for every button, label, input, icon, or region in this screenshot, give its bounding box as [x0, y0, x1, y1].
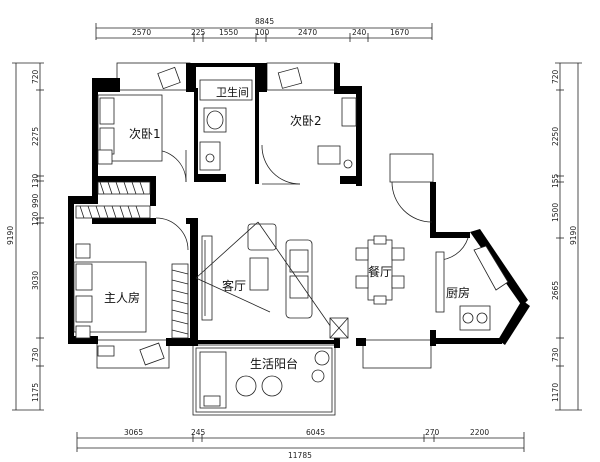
right-dim-4: 1500 — [551, 203, 560, 222]
bottom-dim-2: 245 — [191, 428, 206, 437]
top-dim-4: 100 — [255, 28, 270, 37]
left-dim-1: 720 — [31, 69, 40, 84]
top-dim-7: 1670 — [390, 28, 409, 37]
bottom-dim-3: 6045 — [306, 428, 325, 437]
kitchen-furniture — [435, 245, 509, 331]
label-living: 客厅 — [222, 278, 246, 293]
right-dim-7: 1170 — [551, 383, 560, 402]
right-dim-5: 2665 — [551, 281, 560, 300]
master-bed — [73, 243, 165, 366]
label-master: 主人房 — [104, 290, 140, 305]
wardrobe-hangers — [75, 181, 189, 339]
top-total-dim: 8845 — [255, 17, 274, 26]
left-dim-7: 730 — [31, 347, 40, 362]
bedroom3-furniture — [277, 67, 357, 169]
balcony-furniture — [199, 350, 330, 409]
left-dim-4: 990 — [31, 193, 40, 208]
right-dim-1: 720 — [551, 69, 560, 84]
top-dim-5: 2470 — [298, 28, 317, 37]
top-dim-1: 2570 — [132, 28, 151, 37]
bottom-dim-1: 3065 — [124, 428, 143, 437]
label-bedroom3: 次卧2 — [290, 114, 322, 128]
right-total-dim: 9190 — [569, 226, 578, 245]
top-dim-6: 240 — [352, 28, 367, 37]
bathroom-fixtures — [199, 79, 253, 171]
bottom-dim-4: 270 — [425, 428, 440, 437]
dining-furniture — [355, 235, 405, 305]
living-furniture — [195, 221, 349, 341]
label-bathroom: 卫生间 — [216, 85, 249, 99]
right-dimension-chain: 720 2250 155 1500 2665 730 1170 9190 — [551, 62, 582, 411]
left-dim-5: 120 — [31, 211, 40, 226]
top-dim-2: 225 — [191, 28, 206, 37]
left-dim-6: 3030 — [31, 271, 40, 290]
left-total-dim: 9190 — [6, 226, 15, 245]
bottom-dim-5: 2200 — [470, 428, 489, 437]
left-dim-8: 1175 — [31, 383, 40, 402]
label-balcony: 生活阳台 — [250, 356, 298, 371]
bottom-dimension-chain: 3065 245 6045 270 2200 11785 — [76, 428, 525, 460]
top-dim-3: 1550 — [219, 28, 238, 37]
bedroom2-bed — [97, 66, 181, 165]
left-dim-3: 130 — [31, 173, 40, 188]
right-dim-6: 730 — [551, 347, 560, 362]
left-dimension-chain: 9190 720 2275 130 990 120 3030 730 1175 — [6, 62, 44, 411]
right-dim-2: 2250 — [551, 127, 560, 146]
top-dimension-chain: 8845 2570 225 1550 100 2470 240 1670 — [95, 17, 433, 42]
bottom-total-dim: 11785 — [288, 451, 312, 460]
label-bedroom2: 次卧1 — [129, 127, 161, 141]
door-swings — [151, 144, 469, 261]
label-dining: 餐厅 — [368, 264, 392, 279]
right-dim-3: 155 — [551, 173, 560, 188]
label-kitchen: 厨房 — [446, 285, 470, 300]
left-dim-2: 2275 — [31, 127, 40, 146]
